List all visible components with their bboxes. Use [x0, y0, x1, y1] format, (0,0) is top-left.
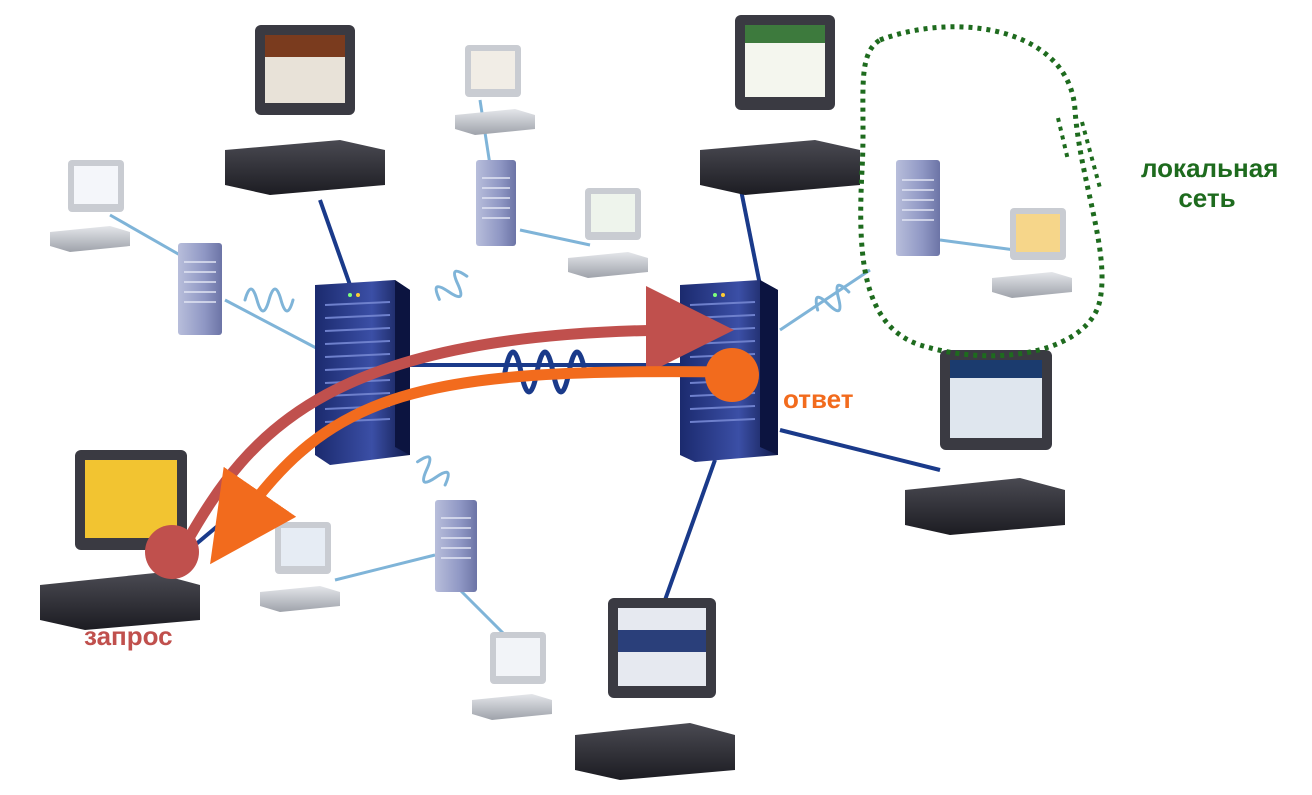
backbone-link [318, 199, 352, 286]
desktop-computer-icon [472, 632, 552, 720]
wireless-link-icon [434, 269, 469, 301]
lan-boundary-mark [1056, 117, 1070, 161]
wireless-link-icon [502, 349, 588, 395]
lan-label-line1: локальная [1141, 153, 1279, 183]
lan-link [458, 588, 512, 642]
backbone-link [738, 184, 762, 286]
desktop-computer-icon [40, 450, 200, 630]
tower-server-icon [178, 243, 222, 335]
lan-link [334, 553, 436, 582]
desktop-computer-icon [260, 522, 340, 612]
desktop-computer-icon [700, 15, 860, 195]
tower-server-icon [476, 160, 516, 246]
desktop-computer-icon [50, 160, 130, 252]
lan-label: локальная сеть [1141, 153, 1279, 214]
lan-boundary-mark [1080, 121, 1102, 189]
lan-link [109, 213, 181, 257]
desktop-computer-icon [992, 208, 1072, 298]
lan-label-line2: сеть [1178, 182, 1236, 213]
response-label: ответ [783, 384, 854, 414]
wireless-link-icon [416, 455, 450, 487]
backbone-link [779, 428, 941, 472]
desktop-computer-icon [575, 598, 735, 780]
tower-server-icon [896, 160, 940, 256]
wireless-links [243, 269, 851, 487]
desktop-computer-icon [225, 25, 385, 195]
desktop-computer-icon [568, 188, 648, 278]
response-origin-dot [705, 348, 759, 402]
backbone-link [663, 459, 717, 601]
desktop-computer-icon [455, 45, 535, 135]
desktop-computer-icon [905, 350, 1065, 535]
lan-link [224, 298, 321, 352]
tower-server-icon [435, 500, 477, 592]
response-arrow [210, 366, 731, 565]
wireless-link-icon [243, 287, 295, 313]
lan-link [519, 228, 591, 247]
lan-link [939, 238, 1016, 252]
request-label: запрос [84, 621, 173, 651]
request-origin-dot [145, 525, 199, 579]
lan-boundary [858, 24, 1105, 359]
wireless-link-icon [814, 283, 851, 313]
